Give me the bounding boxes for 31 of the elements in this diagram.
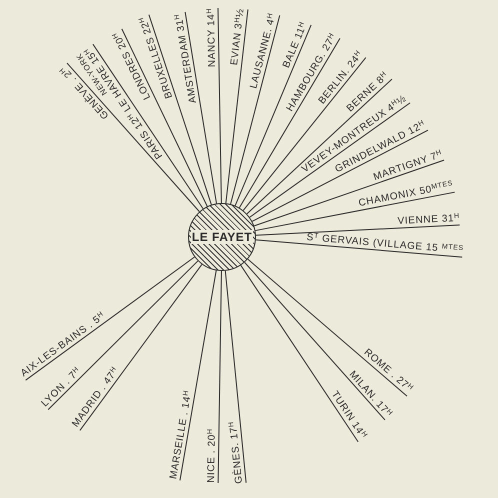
spoke-line — [66, 62, 200, 212]
hub-label: LE FAYET — [190, 230, 254, 244]
spoke-line — [92, 44, 204, 210]
spoke-line — [254, 160, 445, 226]
spoke-line — [255, 224, 460, 236]
spoke-line — [234, 24, 312, 206]
spoke-line — [179, 270, 217, 481]
spoke-line — [244, 262, 386, 420]
spoke-line — [121, 28, 208, 207]
spoke-line — [249, 102, 411, 218]
spoke-line — [246, 78, 392, 214]
destination-label: VIENNE 31$^{H}$ — [397, 212, 460, 228]
spoke-line — [254, 192, 456, 232]
spoke-line — [25, 256, 196, 381]
spoke-line — [242, 57, 366, 211]
spoke-line — [252, 130, 428, 222]
spoke-line — [218, 8, 222, 204]
hub-circle — [188, 203, 256, 271]
spoke-line — [230, 14, 280, 205]
spoke-line — [79, 264, 202, 431]
spoke-line — [184, 12, 217, 204]
spoke-line — [225, 8, 248, 204]
destination-label: S$^{T}$ GERVAIS (VILLAGE 15 $^{MTES}$ — [306, 232, 464, 258]
spoke-line — [224, 270, 247, 484]
spoke-line — [238, 38, 340, 208]
spoke-line — [48, 260, 198, 410]
spoke-line — [218, 270, 222, 484]
spoke-line — [255, 239, 463, 258]
spoke-line — [240, 264, 359, 442]
spoke-line — [148, 14, 212, 206]
spoke-line — [247, 258, 408, 397]
